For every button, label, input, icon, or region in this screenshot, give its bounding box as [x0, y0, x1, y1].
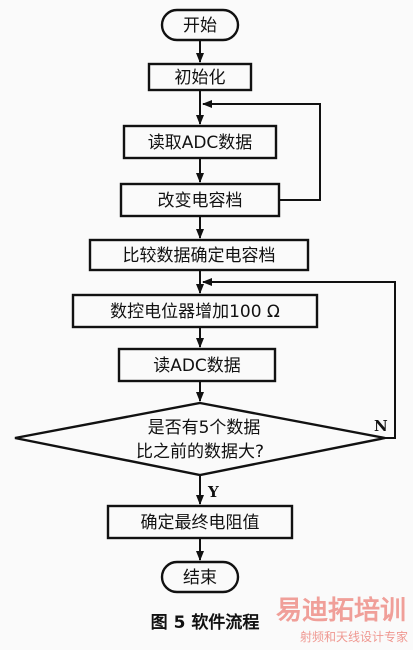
init-node: 初始化: [147, 62, 253, 92]
compare-node: 比较数据确定电容档: [88, 238, 310, 272]
decision-label-line1: 是否有5个数据: [148, 418, 261, 438]
arrow-no-loop: [202, 278, 396, 439]
end-label: 结束: [183, 568, 217, 588]
final-res-node: 确定最终电阻值: [106, 504, 294, 540]
arrow-loop-change-read: [202, 100, 321, 201]
start-label: 开始: [183, 16, 217, 36]
start-node: 开始: [160, 8, 240, 42]
watermark-tagline: 射频和天线设计专家: [300, 629, 408, 644]
decision-label-line2: 比之前的数据大?: [136, 442, 264, 462]
change-cap-node: 改变电容档: [119, 182, 281, 218]
watermark-brand: 易迪拓培训: [276, 596, 406, 626]
read-adc2-node: 读ADC数据: [117, 347, 277, 383]
init-label: 初始化: [175, 68, 226, 88]
watermark: 易迪拓培训 射频和天线设计专家: [276, 596, 408, 644]
yes-label: Y: [207, 483, 219, 501]
connectors: [196, 40, 396, 561]
final-res-label: 确定最终电阻值: [141, 513, 260, 533]
end-node: 结束: [160, 560, 240, 594]
compare-label: 比较数据确定电容档: [123, 246, 276, 266]
figure-caption: 图 5 软件流程: [151, 612, 260, 633]
no-label: N: [374, 417, 388, 435]
read-adc2-label: 读ADC数据: [153, 356, 241, 376]
read-adc-node: 读取ADC数据: [122, 124, 278, 160]
pot-increase-node: 数控电位器增加100 Ω: [71, 293, 319, 329]
decision-node: 是否有5个数据 比之前的数据大?: [14, 401, 386, 477]
read-adc-label: 读取ADC数据: [148, 133, 253, 153]
change-cap-label: 改变电容档: [158, 191, 243, 211]
pot-increase-label: 数控电位器增加100 Ω: [110, 302, 280, 322]
